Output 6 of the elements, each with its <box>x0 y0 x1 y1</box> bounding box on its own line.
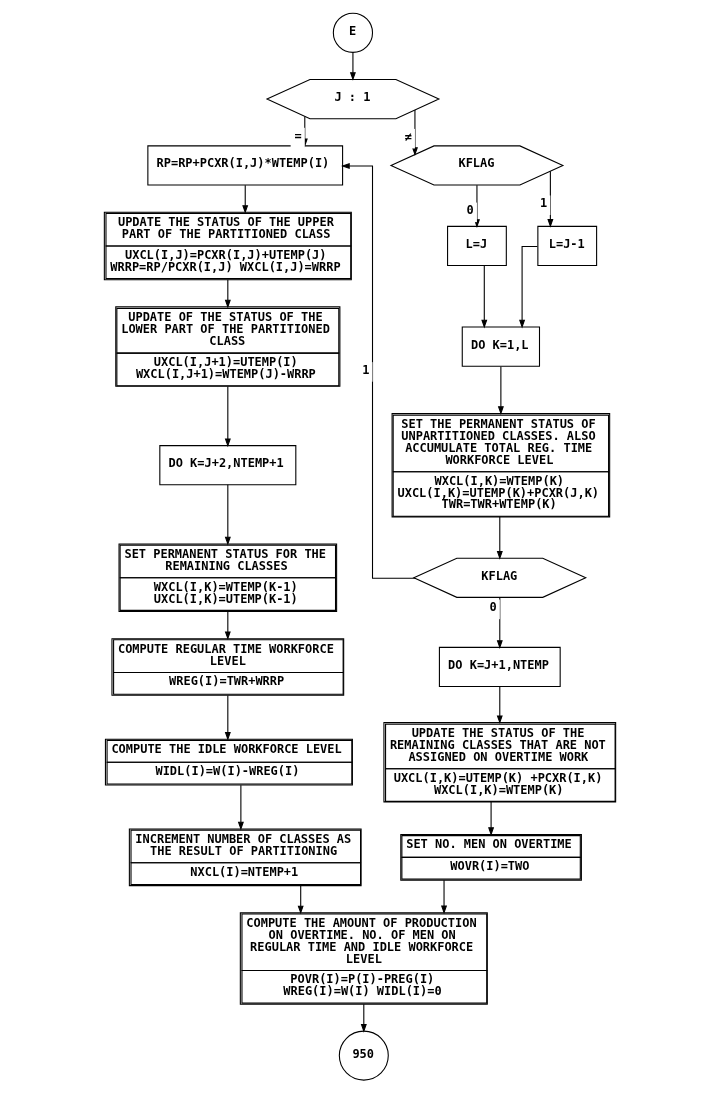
edge-label: = <box>293 128 302 143</box>
edge-label: 1 <box>539 196 547 211</box>
edge-label: 0 <box>488 600 497 615</box>
edge-label: 0 <box>466 203 474 218</box>
edge-label: ≠ <box>404 129 412 144</box>
edge-label: 1 <box>361 362 369 377</box>
